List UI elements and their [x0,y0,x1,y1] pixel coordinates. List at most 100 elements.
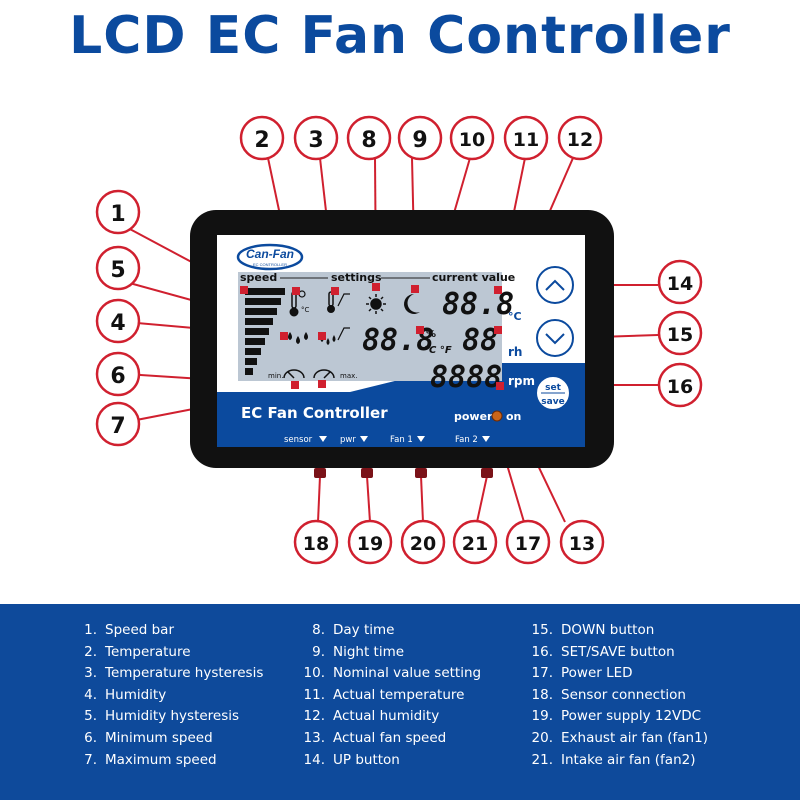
power-led [491,410,503,422]
legend-item: 10.Nominal value setting [303,665,482,682]
controller-diagram: Can-Fan EC CONTROLLER speed settings cur… [95,115,703,565]
legend-item: 21.Intake air fan (fan2) [531,751,696,768]
legend-item: 19.Power supply 12VDC [531,708,702,725]
sun-icon [366,294,386,314]
celsius-unit: °C [508,310,522,323]
temp-unit-label: °C °F [424,345,452,356]
chevron-down-icon [545,333,565,345]
callout-16 [657,362,703,408]
svg-text:13: 13 [569,533,595,555]
callout-4 [95,298,141,344]
svg-text:1: 1 [110,202,125,227]
callout-3 [293,115,339,161]
svg-text:17: 17 [515,533,541,555]
legend-item: 7.Maximum speed [84,751,217,768]
callout-10 [449,115,495,161]
set-label: set [545,383,561,393]
current-value-header: current value [432,271,515,284]
rpm-unit: rpm [508,374,535,388]
legend-item: 13.Actual fan speed [303,729,447,746]
legend-item: 11.Actual temperature [303,686,465,703]
thermometer-icon: °C [289,290,310,317]
save-label: save [541,397,564,407]
min-speed-gauge-icon [283,369,305,379]
callout-18 [293,519,339,565]
legend-item: 4.Humidity [84,686,167,703]
callout-9 [397,115,443,161]
svg-text:14: 14 [667,273,693,295]
port-arrow-icons [319,436,490,442]
callout-11 [503,115,549,161]
legend-item: 17.Power LED [531,665,633,682]
down-button[interactable] [536,319,574,357]
percent-label: % [426,329,436,340]
callout-5 [95,245,141,291]
svg-text:19: 19 [357,533,383,555]
svg-text:4: 4 [110,311,125,336]
port-label-fan2: Fan 2 [455,435,478,445]
marker-dots [240,283,504,390]
svg-text:3: 3 [308,128,323,153]
chevron-up-icon [545,279,565,291]
svg-text:15: 15 [667,324,693,346]
rh-unit: rh [508,345,522,359]
legend-column-3: 15.DOWN button 16.SET/SAVE button 17.Pow… [531,622,708,773]
svg-text:7: 7 [110,414,125,439]
page-title: LCD EC Fan Controller [69,6,731,66]
svg-text:12: 12 [567,129,593,151]
port-label-fan1: Fan 1 [390,435,413,445]
legend-item: 5.Humidity hysteresis [84,708,240,725]
legend-item: 20.Exhaust air fan (fan1) [531,729,708,746]
port-label-pwr: pwr [340,435,356,445]
max-speed-gauge-icon [313,369,335,379]
can-fan-logo: Can-Fan EC CONTROLLER [236,243,304,271]
svg-text:°C: °C [301,306,310,314]
logo-subtext: EC CONTROLLER [253,262,287,267]
actual-humidity-display: 88 [462,323,498,358]
callout-19 [347,519,393,565]
callout-14 [657,259,703,305]
legend-item: 3.Temperature hysteresis [84,665,264,682]
legend-item: 15.DOWN button [531,622,655,638]
callout-20 [400,519,446,565]
callout-17 [505,519,551,565]
callout-2 [239,115,285,161]
svg-text:6: 6 [110,364,125,389]
device-brand-label: EC Fan Controller [241,404,388,422]
legend-item: 1.Speed bar [84,622,175,638]
on-label: on [506,410,521,423]
legend-item: 8.Day time [312,622,395,638]
callout-markers: 1 2 3 8 9 10 11 12 14 15 16 5 4 6 7 18 1… [95,115,703,565]
legend-item: 2.Temperature [84,643,191,660]
humidity-icon [288,332,308,344]
legend-item: 6.Minimum speed [84,729,213,746]
speed-header: speed [240,271,277,284]
callout-21 [452,519,498,565]
min-label: min. [268,372,283,380]
svg-text:8: 8 [361,128,376,153]
faceplate-blue-band [217,363,585,447]
legend-panel: 1.Speed bar 2.Temperature 3.Temperature … [0,604,800,800]
callout-1 [95,189,141,235]
logo-text: Can-Fan [246,247,294,261]
legend-item: 9.Night time [312,643,405,660]
speed-bar [245,288,285,375]
up-button[interactable] [536,266,574,304]
legend-item: 16.SET/SAVE button [531,643,675,660]
callout-12 [557,115,603,161]
svg-text:21: 21 [462,533,488,555]
power-label: power [454,410,493,423]
callout-15 [657,310,703,356]
actual-fan-speed-display: 8888 [430,360,502,395]
legend-column-2: 8.Day time 9.Night time 10.Nominal value… [303,622,482,773]
callout-6 [95,351,141,397]
callout-7 [95,401,141,447]
legend-item: 14.UP button [303,751,400,768]
max-label: max. [340,372,357,380]
callout-8 [346,115,392,161]
svg-text:18: 18 [303,533,329,555]
legend-item: 12.Actual humidity [303,708,440,725]
legend-column-1: 1.Speed bar 2.Temperature 3.Temperature … [75,622,263,773]
moon-icon [404,294,420,314]
svg-text:2: 2 [254,128,269,153]
